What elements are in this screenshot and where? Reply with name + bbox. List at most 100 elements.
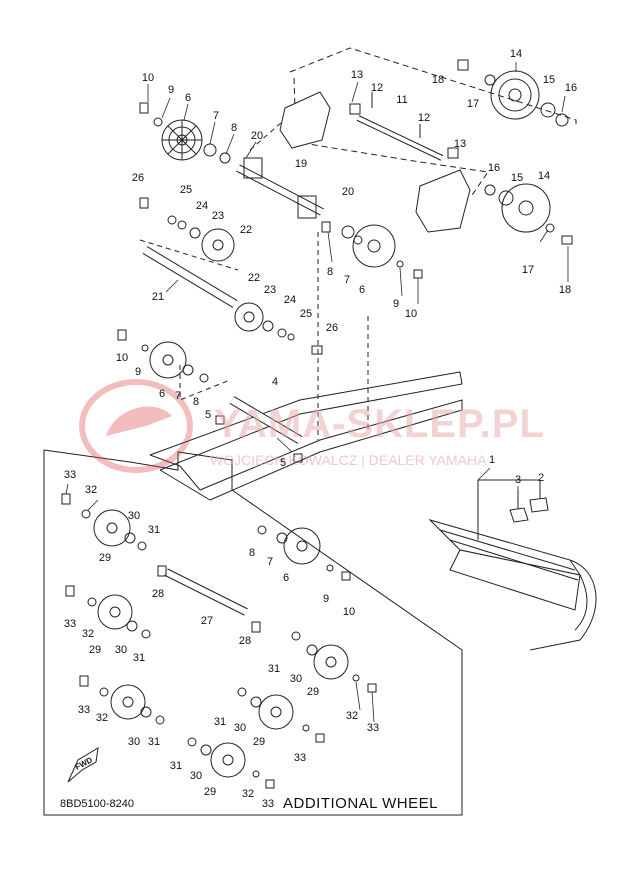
diagram-code: 8BD5100-8240 — [60, 798, 135, 810]
wheel-6-left — [149, 341, 187, 379]
callout-33: 33 — [63, 618, 77, 630]
callout-18: 18 — [558, 284, 572, 296]
dashed-lead-21 — [139, 239, 239, 271]
leader-lines — [65, 62, 569, 723]
bracket-upper — [279, 91, 331, 149]
callout-32: 32 — [95, 712, 109, 724]
callout-24: 24 — [195, 200, 209, 212]
watermark-logo-icon — [79, 379, 193, 473]
callout-1: 1 — [488, 454, 496, 466]
callout-27: 27 — [200, 615, 214, 627]
callout-18: 18 — [431, 74, 445, 86]
callout-24: 24 — [283, 294, 297, 306]
bracket-right — [415, 169, 471, 233]
callout-7: 7 — [266, 556, 274, 568]
callout-16: 16 — [487, 162, 501, 174]
callout-11: 11 — [396, 94, 408, 106]
callout-4: 4 — [271, 376, 279, 388]
callout-20: 20 — [341, 186, 355, 198]
callout-30: 30 — [289, 673, 303, 685]
dashed-lead-19 — [249, 107, 299, 151]
additional-wheel-parts — [61, 493, 377, 789]
watermark-dealer: WOJCIECH KOWALCZ | DEALER YAMAHA — [210, 452, 487, 468]
callout-17: 17 — [466, 98, 480, 110]
callout-21: 21 — [151, 291, 165, 303]
callout-12: 12 — [370, 82, 384, 94]
callout-33: 33 — [366, 722, 380, 734]
watermark-site: YAMA-SKLEP.PL — [214, 402, 545, 446]
callout-6: 6 — [358, 284, 366, 296]
callout-32: 32 — [81, 628, 95, 640]
wheel-14-top — [490, 70, 540, 120]
callout-6: 6 — [282, 572, 290, 584]
callout-30: 30 — [189, 770, 203, 782]
callout-12: 12 — [417, 112, 431, 124]
callout-3: 3 — [514, 474, 522, 486]
callout-32: 32 — [241, 788, 255, 800]
callout-7: 7 — [343, 274, 351, 286]
callout-13: 13 — [453, 138, 467, 150]
callout-30: 30 — [114, 644, 128, 656]
callout-9: 9 — [134, 366, 142, 378]
callout-10: 10 — [342, 606, 356, 618]
fwd-arrow — [67, 747, 99, 783]
callout-16: 16 — [564, 82, 578, 94]
callout-7: 7 — [212, 110, 220, 122]
callout-28: 28 — [238, 635, 252, 647]
callout-29: 29 — [88, 644, 102, 656]
callout-17: 17 — [521, 264, 535, 276]
callout-31: 31 — [169, 760, 183, 772]
callout-31: 31 — [267, 663, 281, 675]
callout-8: 8 — [230, 122, 238, 134]
callout-25: 25 — [179, 184, 193, 196]
callout-33: 33 — [293, 752, 307, 764]
callout-10: 10 — [115, 352, 129, 364]
callout-22: 22 — [247, 272, 261, 284]
callout-7: 7 — [174, 390, 182, 402]
callout-9: 9 — [322, 593, 330, 605]
callout-26: 26 — [131, 172, 145, 184]
callout-2: 2 — [537, 472, 545, 484]
callout-8: 8 — [326, 266, 334, 278]
callout-29: 29 — [252, 736, 266, 748]
callout-28: 28 — [151, 588, 165, 600]
callout-15: 15 — [510, 172, 524, 184]
dashed-lead-wheel — [179, 365, 231, 401]
callout-30: 30 — [233, 722, 247, 734]
callout-26: 26 — [325, 322, 339, 334]
wheel-6-center — [352, 224, 396, 268]
callout-9: 9 — [392, 298, 400, 310]
callout-29: 29 — [306, 686, 320, 698]
callout-32: 32 — [84, 484, 98, 496]
callout-30: 30 — [127, 736, 141, 748]
callout-5: 5 — [279, 457, 287, 469]
callout-19: 19 — [294, 158, 308, 170]
callout-25: 25 — [299, 308, 313, 320]
wheel-22-top — [201, 228, 235, 262]
callout-33: 33 — [63, 469, 77, 481]
callout-30: 30 — [127, 510, 141, 522]
callout-10: 10 — [404, 308, 418, 320]
callout-14: 14 — [537, 170, 551, 182]
callout-8: 8 — [248, 547, 256, 559]
callout-33: 33 — [77, 704, 91, 716]
callout-32: 32 — [345, 710, 359, 722]
callout-5: 5 — [204, 409, 212, 421]
callout-9: 9 — [167, 84, 175, 96]
callout-6: 6 — [184, 92, 192, 104]
callout-31: 31 — [132, 652, 146, 664]
callout-6: 6 — [158, 388, 166, 400]
dashed-frame-upper — [289, 47, 577, 128]
callout-15: 15 — [542, 74, 556, 86]
diagram-caption: ADDITIONAL WHEEL — [283, 795, 438, 812]
wheel-22-bottom — [234, 302, 264, 332]
callout-31: 31 — [147, 736, 161, 748]
callout-13: 13 — [350, 69, 364, 81]
callout-20: 20 — [250, 130, 264, 142]
callout-29: 29 — [203, 786, 217, 798]
callout-31: 31 — [147, 524, 161, 536]
track — [428, 518, 597, 651]
callout-33: 33 — [261, 798, 275, 810]
callout-23: 23 — [263, 284, 277, 296]
